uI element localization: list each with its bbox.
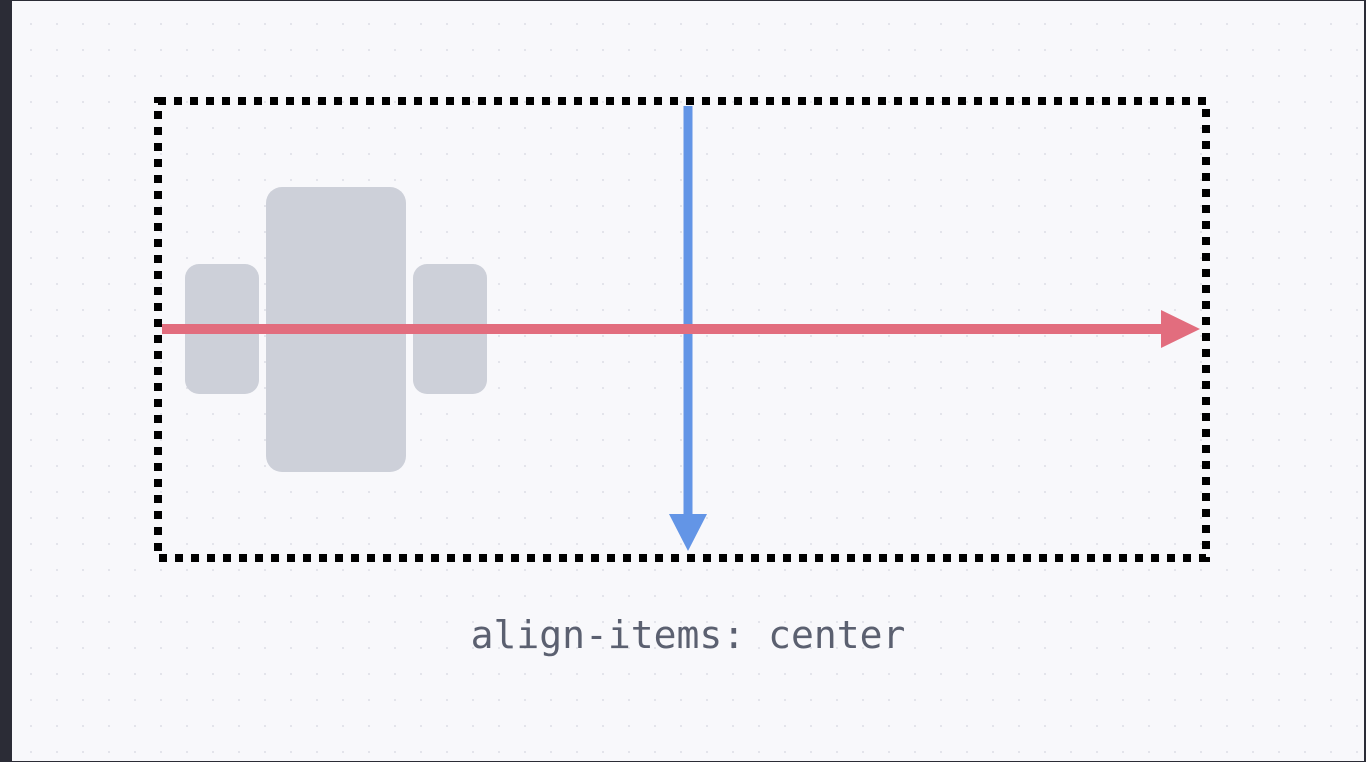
caption-label: align-items: center	[470, 613, 906, 657]
cross-axis-arrowhead	[669, 514, 707, 551]
main-axis-arrowhead	[1161, 310, 1200, 348]
